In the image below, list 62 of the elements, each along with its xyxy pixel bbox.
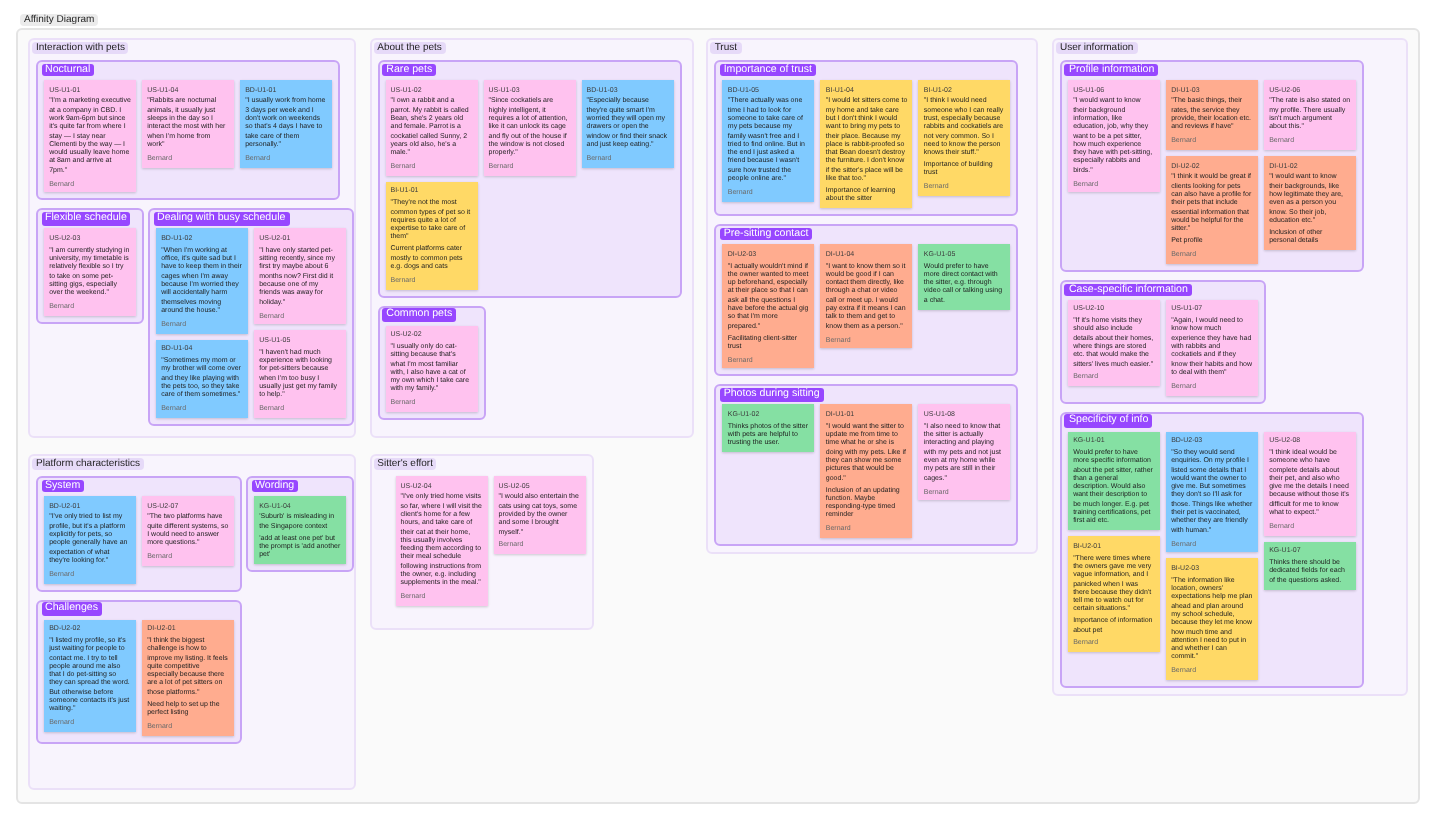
cluster-frame [1059,60,1364,272]
sticky-note [385,181,478,290]
sticky-note [142,619,234,736]
sticky-note [722,404,815,453]
sticky-note [385,80,478,176]
cluster-frame [148,208,354,426]
sticky-note [385,325,478,413]
cluster-frame [36,599,242,744]
sticky-note [44,619,136,733]
sticky-note [142,496,234,566]
cluster-frame [714,60,1019,217]
sticky-note [483,80,576,176]
sticky-note [44,496,136,584]
sticky-note [240,80,332,168]
cluster-frame [246,476,354,573]
sticky-note [1165,155,1258,264]
section-frame [369,38,694,438]
cluster-frame [1059,279,1266,404]
sticky-note [44,228,136,317]
sticky-note [722,80,815,202]
sticky-note [1067,299,1160,387]
section-frame [369,454,594,630]
cluster-frame [377,305,486,421]
sticky-note [254,228,346,325]
sticky-note [395,476,488,607]
sticky-note [1263,80,1356,150]
sticky-note [1263,431,1356,536]
sticky-note [581,80,674,168]
sticky-note [254,496,346,565]
sticky-note [254,330,346,418]
section-frame [28,38,356,438]
sticky-note [1263,541,1356,590]
sticky-note [820,244,913,349]
sticky-note [1067,431,1160,531]
section-frame [28,454,356,790]
sticky-note [1067,80,1160,193]
sticky-note [156,339,248,418]
section-frame [706,38,1039,555]
sticky-note [1067,536,1160,653]
sticky-note [1263,155,1356,250]
section-frame [1051,38,1408,697]
sticky-note [156,228,248,334]
sticky-note [1165,80,1258,150]
sticky-note [722,244,815,369]
sticky-note [44,80,136,193]
cluster-frame [36,476,242,592]
cluster-frame [714,224,1019,377]
sticky-note [918,404,1011,501]
sticky-note [493,476,586,555]
sticky-note [1165,558,1258,681]
cluster-frame [36,60,340,201]
sticky-note [1165,299,1258,396]
sticky-note [1165,431,1258,553]
sticky-note [820,404,913,539]
sticky-note [820,80,913,209]
cluster-frame [1059,411,1364,689]
cluster-frame [377,60,682,298]
sticky-note [918,244,1011,310]
cluster-frame [36,208,144,325]
sticky-note [142,80,234,168]
sticky-note [918,80,1011,197]
cluster-frame [714,384,1019,547]
